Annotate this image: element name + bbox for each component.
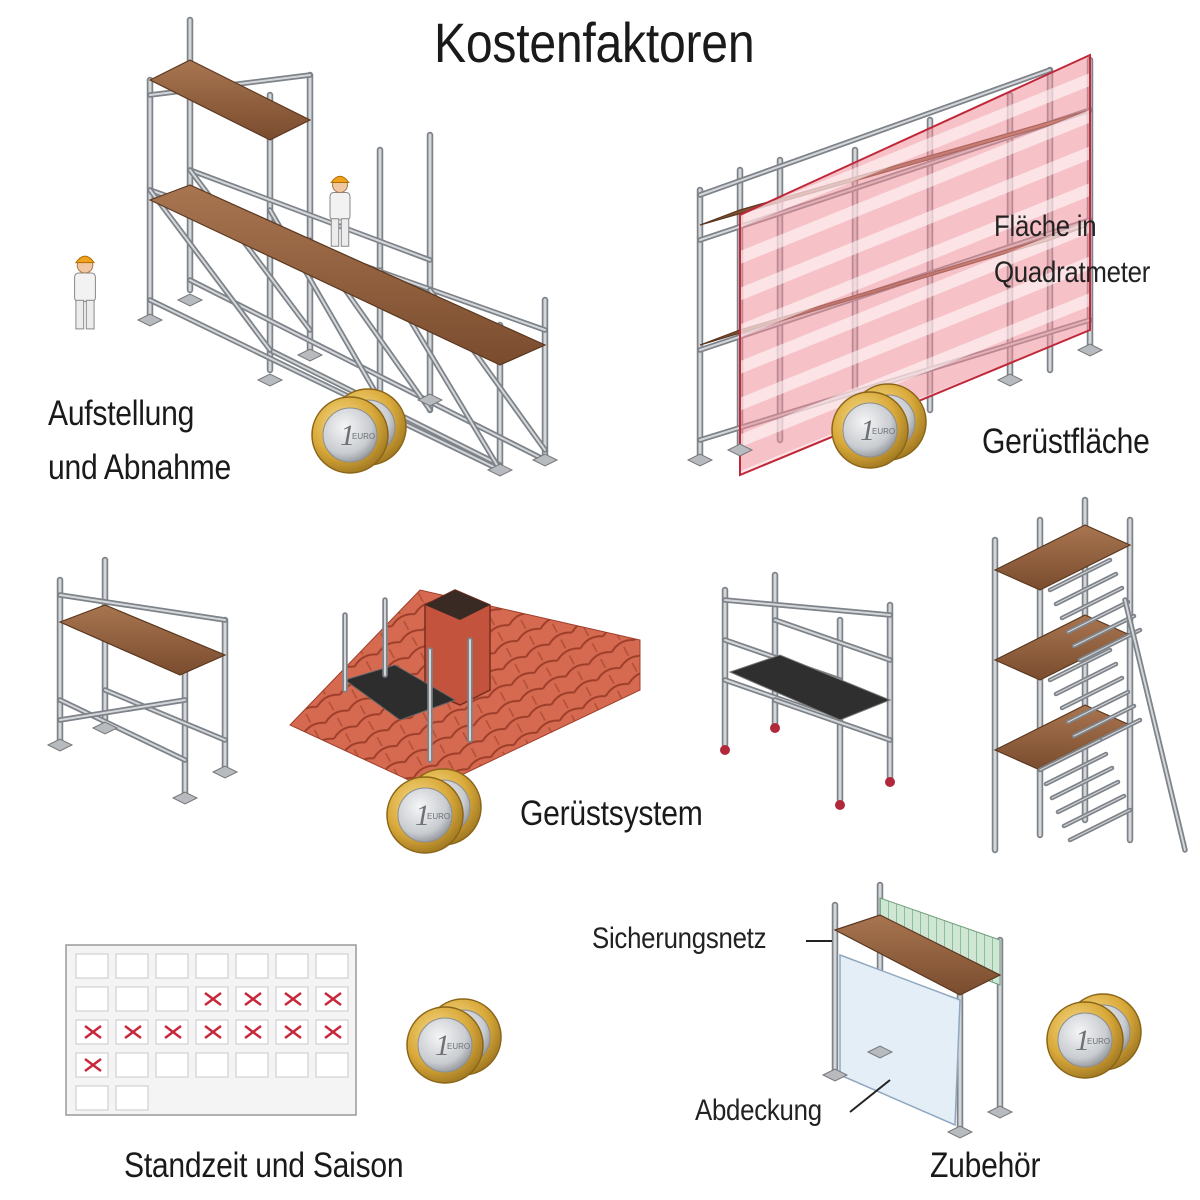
- coin-value-text: 1: [415, 799, 430, 832]
- calendar-day: [115, 1085, 149, 1111]
- label-geruestsystem: Gerüstsystem: [520, 794, 703, 833]
- coin-value-text: 1: [340, 419, 355, 452]
- coin-value-text: 1: [435, 1029, 450, 1062]
- calendar-day: [315, 1019, 349, 1045]
- coin-value-text: 1: [860, 414, 875, 447]
- calendar-day: [155, 986, 189, 1012]
- calendar-day: [115, 953, 149, 979]
- scaffold-small: [46, 556, 239, 805]
- calendar-day: [75, 1085, 109, 1111]
- page-title: Kostenfaktoren: [434, 11, 755, 74]
- label-aufstellung-line2: und Abnahme: [48, 448, 231, 487]
- calendar-day: [235, 953, 269, 979]
- worker-figure: [329, 175, 351, 247]
- roof-chimney-scaffold: [289, 589, 641, 791]
- coin-currency-text: EURO: [427, 812, 450, 821]
- label-abdeckung: Abdeckung: [695, 1094, 822, 1127]
- scaffold-zubehoer: [806, 881, 1014, 1139]
- label-standzeit: Standzeit und Saison: [124, 1146, 404, 1185]
- mobile-tower-scaffold: [720, 571, 895, 810]
- calendar-day: [115, 986, 149, 1012]
- label-sicherungsnetz: Sicherungsnetz: [592, 922, 767, 955]
- calendar-day: [155, 953, 189, 979]
- calendar-day: [195, 953, 229, 979]
- calendar-day: [115, 1052, 149, 1078]
- worker-figure: [74, 255, 96, 330]
- label-flaeche-line1: Fläche in: [994, 210, 1097, 243]
- calendar-day: [75, 986, 109, 1012]
- scaffold-aufstellung: [74, 16, 559, 477]
- scaffold-geruestflaeche: [686, 53, 1104, 477]
- area-mesh: [739, 53, 1091, 477]
- stair-tower-scaffold: [991, 496, 1188, 854]
- label-zubehoer: Zubehör: [930, 1146, 1041, 1185]
- calendar-day: [155, 1052, 189, 1078]
- calendar-grid: [65, 944, 357, 1116]
- coin-currency-text: EURO: [872, 427, 895, 436]
- coin-currency-text: EURO: [447, 1042, 470, 1051]
- calendar-day: [195, 1052, 229, 1078]
- pointer-abdeckung: [849, 1079, 891, 1113]
- coin-currency-text: EURO: [1087, 1037, 1110, 1046]
- coin-currency-text: EURO: [352, 432, 375, 441]
- coin-value-text: 1: [1075, 1024, 1090, 1057]
- label-geruestflaeche: Gerüstfläche: [982, 422, 1150, 461]
- label-flaeche-line2: Quadratmeter: [994, 256, 1151, 289]
- calendar-day: [315, 953, 349, 979]
- calendar-day: [75, 953, 109, 979]
- cover-sheet: [839, 953, 961, 1127]
- calendar-day: [275, 953, 309, 979]
- calendar-day: [315, 1052, 349, 1078]
- label-aufstellung-line1: Aufstellung: [48, 394, 195, 433]
- calendar-day: [235, 1052, 269, 1078]
- calendar-day: [275, 1052, 309, 1078]
- calendar-day: [235, 986, 269, 1012]
